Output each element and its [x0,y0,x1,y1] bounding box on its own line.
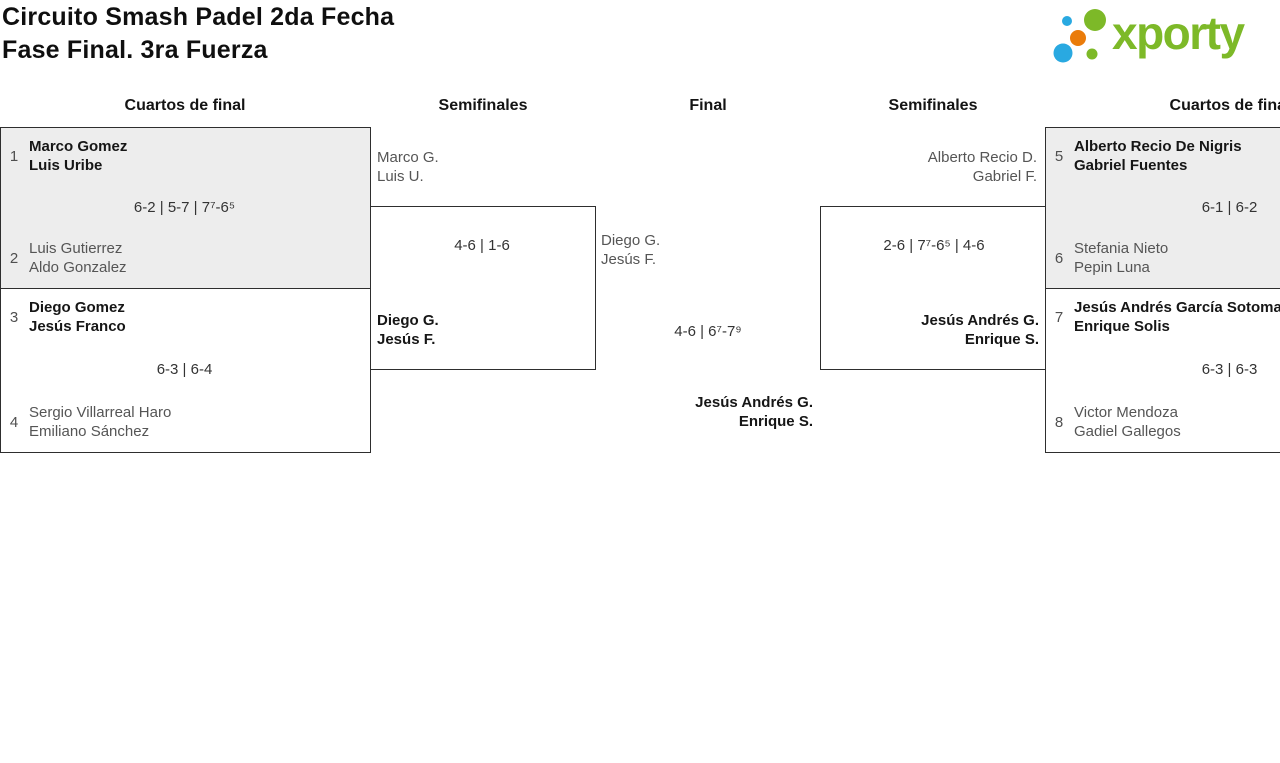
player-name: Enrique Solis [1074,318,1170,335]
team-row: 5 Alberto Recio De Nigris Gabriel Fuente… [1052,137,1280,175]
final-winner: Jesús Andrés G. Enrique S. [695,393,813,431]
seed-number: 8 [1054,413,1064,431]
team-row: 3 Diego Gomez Jesús Franco [7,298,362,336]
seed-number: 7 [1054,308,1064,326]
seed-number: 3 [9,308,19,326]
match-quarterfinal-3[interactable]: 5 Alberto Recio De Nigris Gabriel Fuente… [1045,127,1280,289]
player-name: Marco Gomez [29,138,128,155]
final-score: 4-6 | 6⁷-7⁹ [674,323,742,340]
round-label-semifinals-left: Semifinales [438,97,528,114]
player-name: Emiliano Sánchez [29,423,150,440]
player-name: Diego G. [377,312,439,329]
player-name: Jesús Andrés G. [921,312,1039,329]
player-name: Luis Uribe [29,157,103,174]
round-label-quarterfinals-right: Cuartos de final [1169,97,1280,114]
match-score: 2-6 | 7⁷-6⁵ | 4-6 [883,237,985,254]
match-score: 4-6 | 1-6 [454,237,510,254]
match-score: 6-1 | 6-2 [1201,198,1258,216]
team-names-winner: Jesús Andrés G. Enrique S. [921,311,1039,349]
team-names-loser: Sergio Villarreal Haro Emiliano Sánchez [29,403,171,441]
match-score: 6-3 | 6-3 [1201,361,1258,378]
player-name: Gabriel Fuentes [1074,157,1188,174]
seed-number: 5 [1054,147,1064,165]
seed-number: 1 [9,147,19,165]
team-row: 7 Jesús Andrés García Sotoma Enrique Sol… [1052,298,1280,336]
team-names-winner: Diego G. Jesús F. [377,311,587,349]
match-score: 6-3 | 6-4 [156,361,213,378]
player-name: Alberto Recio D. [927,149,1037,166]
player-name: Diego Gomez [29,299,125,316]
team-names-loser: Victor Mendoza Gadiel Gallegos [1074,403,1181,441]
semifinal-left-entrant: Marco G. Luis U. [377,148,439,186]
round-label-semifinals-right: Semifinales [888,97,978,114]
match-semifinal-left[interactable]: 4-6 | 1-6 Diego G. Jesús F. [370,206,596,370]
final-team-top: Diego G. Jesús F. [601,231,660,269]
player-name: Gadiel Gallegos [1074,423,1181,440]
player-name: Victor Mendoza [1074,404,1178,421]
page-title-line2: Fase Final. 3ra Fuerza [2,36,268,64]
match-quarterfinal-1[interactable]: 1 Marco Gomez Luis Uribe 6-2 | 5-7 | 7⁷-… [0,127,371,289]
page-title: Circuito Smash Padel 2da Fecha Fase Fina… [2,1,394,67]
player-name: Jesús Franco [29,318,126,335]
team-row: 1 Marco Gomez Luis Uribe [7,137,362,175]
player-name: Gabriel F. [972,168,1037,185]
player-name: Marco G. [377,149,439,166]
page-title-line1: Circuito Smash Padel 2da Fecha [2,3,395,31]
team-names-loser: Luis Gutierrez Aldo Gonzalez [29,239,127,277]
player-name: Sergio Villarreal Haro [29,404,172,421]
player-name: Aldo Gonzalez [29,259,127,276]
semifinal-right-entrant: Alberto Recio D. Gabriel F. [928,148,1037,186]
team-names-winner: Marco Gomez Luis Uribe [29,137,127,175]
team-names-winner: Jesús Andrés García Sotoma Enrique Solis [1074,298,1280,336]
team-row: 4 Sergio Villarreal Haro Emiliano Sánche… [7,403,362,441]
player-name: Alberto Recio De Nigris [1074,138,1242,155]
seed-number: 2 [9,249,19,267]
xporty-logo[interactable]: xporty [1046,5,1276,71]
player-name: Jesús Andrés G. [695,394,813,411]
seed-number: 4 [9,413,19,431]
player-name: Luis U. [377,168,424,185]
match-semifinal-right[interactable]: 2-6 | 7⁷-6⁵ | 4-6 Jesús Andrés G. Enriqu… [820,206,1046,370]
player-name: Enrique S. [738,413,813,430]
player-name: Enrique S. [964,331,1039,348]
match-score: 6-2 | 5-7 | 7⁷-6⁵ [133,198,236,216]
team-row: 2 Luis Gutierrez Aldo Gonzalez [7,239,362,277]
player-name: Diego G. [601,232,661,249]
player-name: Jesús Andrés García Sotoma [1074,299,1280,316]
round-label-quarterfinals-left: Cuartos de final [124,97,246,114]
team-names-loser: Stefania Nieto Pepin Luna [1074,239,1168,277]
round-label-final: Final [689,97,727,114]
xporty-logo-wordmark: xporty [1112,7,1245,59]
match-quarterfinal-4[interactable]: 7 Jesús Andrés García Sotoma Enrique Sol… [1045,288,1280,453]
team-row: 8 Victor Mendoza Gadiel Gallegos [1052,403,1280,441]
player-name: Jesús F. [377,331,436,348]
player-name: Luis Gutierrez [29,240,123,257]
player-name: Pepin Luna [1074,259,1150,276]
player-name: Stefania Nieto [1074,240,1169,257]
match-quarterfinal-2[interactable]: 3 Diego Gomez Jesús Franco 6-3 | 6-4 4 S… [0,288,371,453]
team-row: 6 Stefania Nieto Pepin Luna [1052,239,1280,277]
seed-number: 6 [1054,249,1064,267]
team-names-winner: Diego Gomez Jesús Franco [29,298,126,336]
player-name: Jesús F. [601,251,657,268]
team-names-winner: Alberto Recio De Nigris Gabriel Fuentes [1074,137,1242,175]
